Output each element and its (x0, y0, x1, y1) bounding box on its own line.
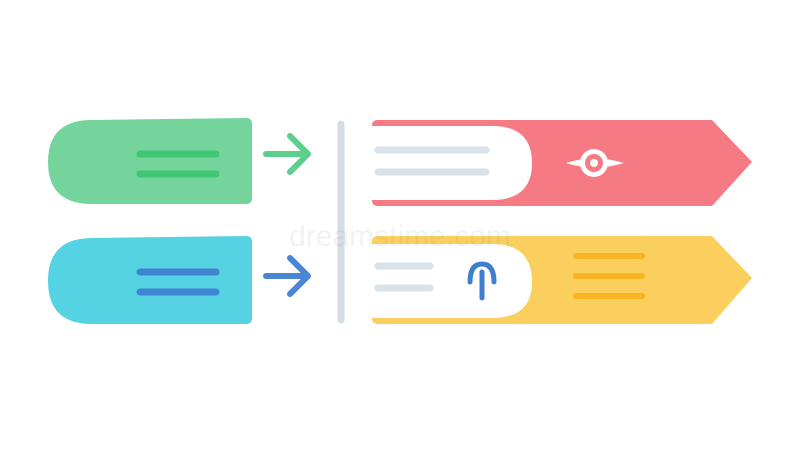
red-banner-white-tab (372, 126, 532, 200)
upload-arrow-icon (467, 261, 497, 301)
target-icon (566, 149, 624, 177)
watermark-text: dreamstime.com (289, 220, 511, 253)
cyan-pill (48, 236, 252, 324)
green-arrow-icon (263, 133, 311, 175)
green-pill (48, 118, 252, 204)
blue-arrow-icon (263, 255, 311, 297)
yellow-banner-white-tab (372, 244, 532, 318)
